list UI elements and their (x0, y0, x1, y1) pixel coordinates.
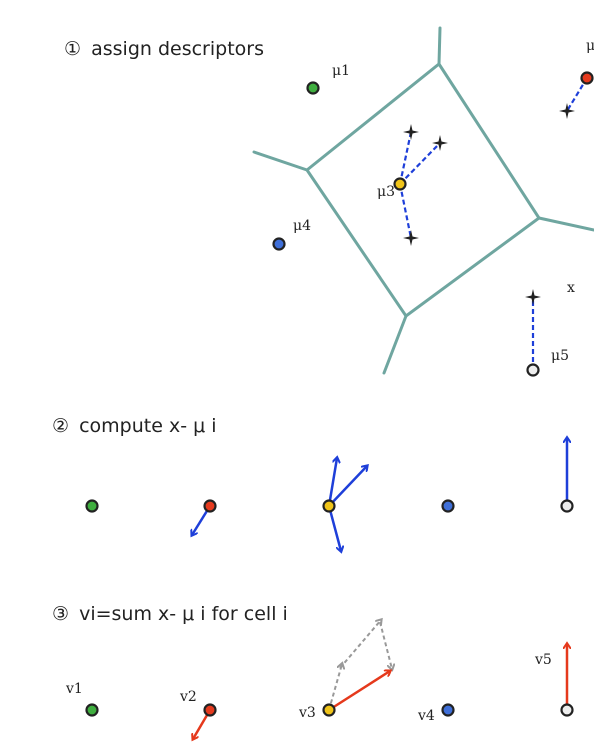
residual-arrow-mu3-a (327, 458, 337, 507)
labels-step-1: μ1 μ μ3 μ4 x μ5 (293, 38, 594, 364)
descriptor-star (403, 124, 419, 140)
centroid-mu1 (306, 81, 320, 95)
centroids-step-1 (272, 71, 594, 377)
label-mu3: μ3 (377, 184, 395, 200)
svg-text:① assign descriptors: ① assign descriptors (64, 38, 264, 60)
voronoi-edge-top (437, 26, 442, 66)
assign-line-mu2 (566, 77, 588, 112)
component-arrow-c (379, 621, 392, 669)
label-v5: v5 (534, 652, 552, 668)
assign-line-mu3-a (398, 131, 413, 185)
step-3-number: ③ (52, 603, 69, 625)
step-3-heading: ③ vi=sum x- μ i for cell i (52, 603, 288, 625)
centroid-mu5 (526, 363, 540, 377)
descriptor-star (559, 103, 575, 119)
descriptor-star (525, 289, 541, 305)
centroid-mu4 (441, 499, 455, 513)
vlad-vector-v3 (328, 671, 390, 712)
labels-step-3: v1 v2 v3 v4 v5 (65, 652, 552, 724)
label-v1: v1 (65, 681, 83, 697)
step-1-number: ① (64, 38, 81, 60)
voronoi-cell-3 (305, 61, 542, 319)
label-x: x (567, 280, 575, 296)
descriptor-star (432, 135, 448, 151)
assignment-lines (398, 77, 588, 370)
step-3-text: vi=sum x- μ i for cell i (79, 603, 288, 625)
svg-text:③ vi=sum x- μ i for cell: ③ vi=sum x- μ i for cell i (52, 603, 288, 625)
voronoi-edge-left (252, 150, 309, 172)
residual-arrow-mu3-c (327, 505, 341, 551)
assign-line-mu3-b (399, 142, 441, 185)
centroid-mu2 (203, 499, 217, 513)
label-v4: v4 (417, 708, 435, 724)
label-mu2-partial: μ (586, 38, 594, 54)
step-1-text: assign descriptors (91, 38, 264, 60)
residuals-step-2 (192, 438, 567, 551)
step-1-heading: ① assign descriptors (64, 38, 264, 60)
component-arrow-a (328, 664, 342, 711)
centroids-step-2 (85, 499, 574, 513)
aggregated-vectors (193, 644, 567, 739)
label-mu5: μ5 (551, 348, 569, 364)
centroid-mu3 (322, 499, 336, 513)
centroid-v1 (85, 703, 99, 717)
label-v3: v3 (298, 705, 316, 721)
centroid-mu1 (85, 499, 99, 513)
step-2-heading: ② compute x- μ i (52, 415, 217, 437)
assign-line-mu3-c (398, 183, 413, 239)
label-v2: v2 (179, 689, 197, 705)
label-mu4: μ4 (293, 218, 311, 234)
centroid-mu5 (560, 499, 574, 513)
descriptors (403, 103, 575, 305)
centroid-v3 (322, 703, 336, 717)
component-vectors (328, 620, 392, 711)
centroid-mu3 (393, 177, 407, 191)
centroid-mu2 (580, 71, 594, 85)
centroid-v4 (441, 703, 455, 717)
voronoi-boundaries (252, 26, 594, 375)
component-arrow-b (339, 620, 381, 669)
step-2-number: ② (52, 415, 69, 437)
voronoi-edge-bottom (382, 314, 408, 375)
step-2-text: compute x- μ i (79, 415, 216, 437)
centroids-step-3 (85, 703, 574, 717)
svg-text:② compute x- μ i: ② compute x- μ i (52, 415, 217, 437)
centroid-mu4 (272, 237, 286, 251)
voronoi-edge-right (537, 216, 594, 232)
centroid-v5 (560, 703, 574, 717)
descriptor-star (403, 230, 419, 246)
residual-arrow-mu3-b (328, 466, 367, 507)
label-mu1: μ1 (332, 63, 350, 79)
centroid-v2 (203, 703, 217, 717)
